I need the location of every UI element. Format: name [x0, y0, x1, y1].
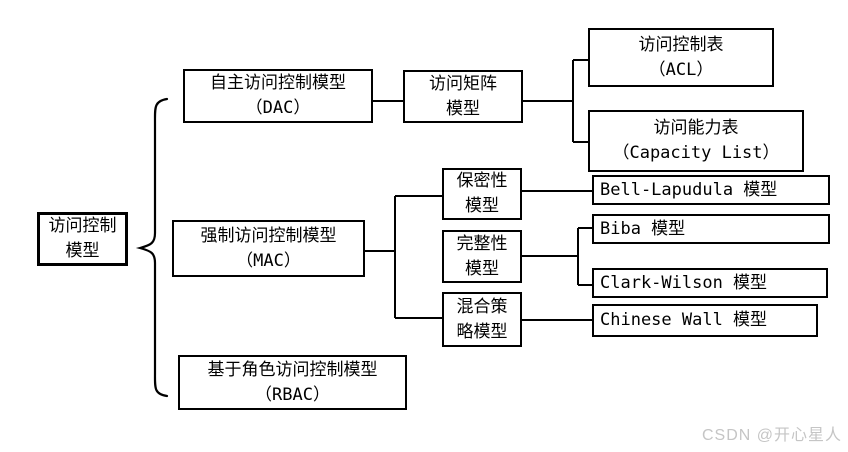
node-label: 访问能力表 — [653, 118, 739, 138]
node-dac: 自主访问控制模型 （DAC） — [183, 69, 373, 123]
node-label: 基于角色访问控制模型 — [207, 359, 378, 380]
node-label: 模型 — [465, 258, 499, 279]
node-label: 模型 — [65, 241, 100, 261]
node-confidentiality-model: 保密性 模型 — [442, 168, 522, 220]
node-label: 访问控制 — [48, 216, 117, 236]
node-label: 模型 — [465, 196, 499, 216]
node-label: Biba 模型 — [600, 218, 686, 239]
node-label: （Capacity List） — [612, 143, 780, 163]
node-label: 略模型 — [456, 321, 508, 342]
node-label: 完整性 — [456, 233, 508, 254]
csdn-watermark: CSDN @开心星人 — [701, 427, 842, 444]
node-hybrid-policy-model: 混合策 略模型 — [442, 292, 522, 347]
node-label: 混合策 — [456, 296, 508, 317]
node-access-matrix: 访问矩阵 模型 — [403, 70, 523, 123]
node-label: 模型 — [446, 98, 480, 119]
node-label: 保密性 — [456, 171, 508, 191]
node-biba: Biba 模型 — [592, 214, 830, 244]
node-mac: 强制访问控制模型 （MAC） — [172, 220, 365, 277]
node-integrity-model: 完整性 模型 — [442, 230, 522, 283]
node-bell-lapadula: Bell-Lapudula 模型 — [592, 175, 830, 205]
node-label: 访问控制表 — [638, 34, 724, 55]
node-capacity-list: 访问能力表 （Capacity List） — [588, 110, 804, 172]
node-chinese-wall: Chinese Wall 模型 — [592, 304, 818, 337]
node-acl: 访问控制表 （ACL） — [588, 28, 774, 87]
node-label: （MAC） — [236, 250, 301, 271]
node-label: （RBAC） — [255, 384, 330, 405]
node-label: Chinese Wall 模型 — [600, 310, 768, 330]
node-label: Clark-Wilson 模型 — [600, 272, 768, 293]
node-label: Bell-Lapudula 模型 — [600, 179, 778, 200]
node-label: 自主访问控制模型 — [210, 73, 346, 93]
node-label: 强制访问控制模型 — [200, 225, 337, 246]
node-rbac: 基于角色访问控制模型 （RBAC） — [178, 355, 407, 410]
node-label: 访问矩阵 — [429, 73, 497, 94]
curly-brace-icon — [135, 97, 169, 398]
straight-connectors — [365, 59, 592, 321]
node-access-control-model: 访问控制 模型 — [37, 212, 128, 266]
node-label: （ACL） — [648, 59, 714, 80]
node-clark-wilson: Clark-Wilson 模型 — [592, 268, 828, 298]
node-label: （DAC） — [245, 98, 311, 118]
